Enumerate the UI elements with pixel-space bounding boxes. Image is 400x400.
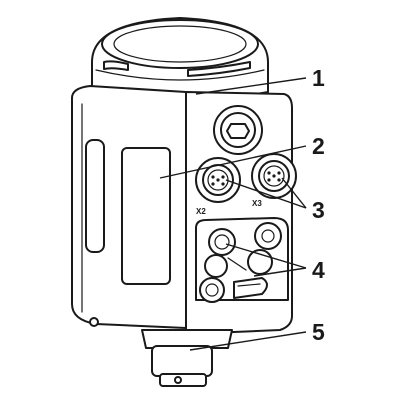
fittings-block	[195, 217, 289, 303]
port-x3-label: X3	[252, 199, 262, 208]
port-x3	[251, 153, 297, 199]
callout-1: 1	[312, 65, 325, 91]
leader-2	[159, 145, 307, 179]
callout-2: 2	[312, 133, 325, 159]
leader-4a	[225, 243, 307, 269]
callout-5: 5	[312, 319, 325, 345]
hex-screw	[213, 105, 263, 155]
leader-5	[189, 331, 307, 351]
leader-3a	[225, 179, 307, 209]
leader-4b	[253, 267, 307, 277]
port-x2-label: X2	[196, 207, 206, 216]
main-body	[71, 85, 187, 329]
top-cap	[91, 17, 269, 101]
bottom-stem	[141, 329, 233, 387]
leader-1	[195, 77, 307, 95]
callout-3: 3	[312, 197, 325, 223]
callout-4: 4	[312, 257, 325, 283]
leader-3b	[281, 177, 307, 209]
